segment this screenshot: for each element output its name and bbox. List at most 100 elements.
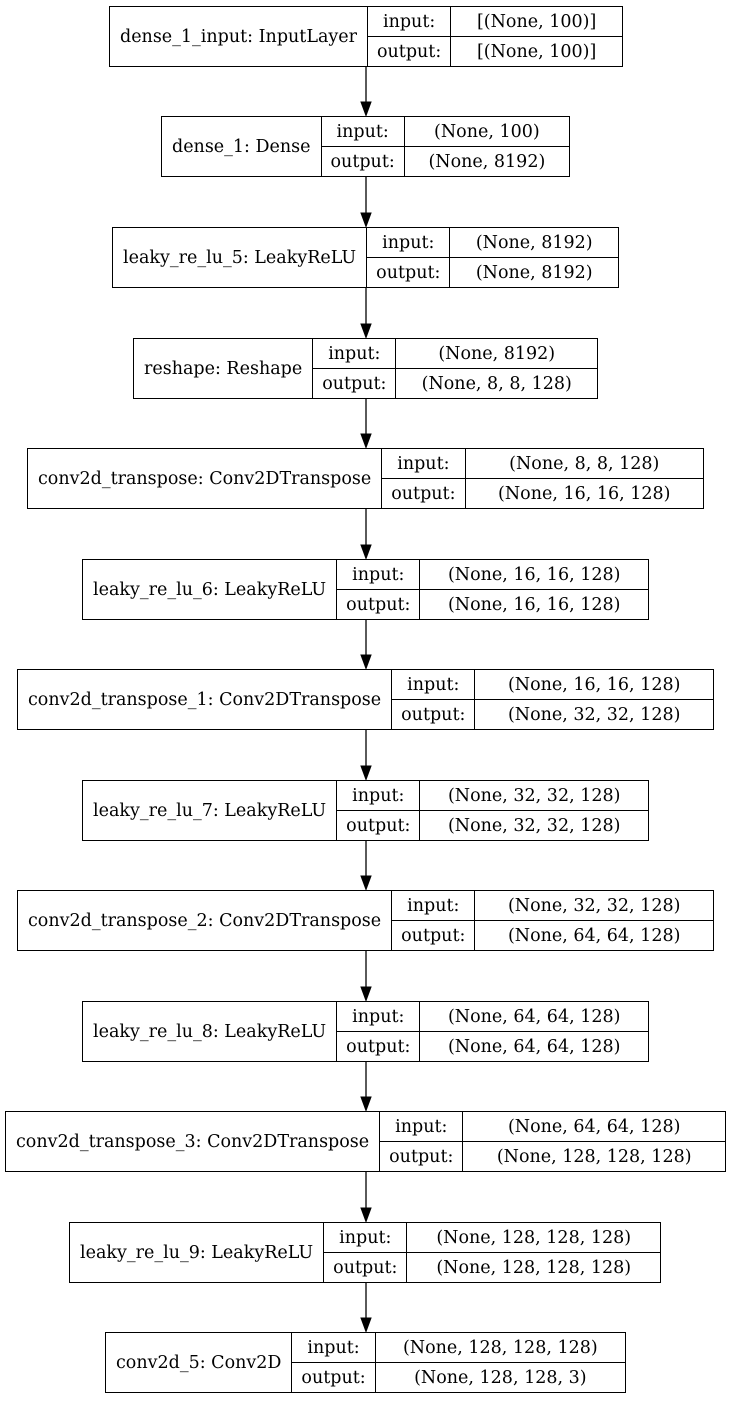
port-label-column: input: output:: [382, 449, 466, 508]
edge-arrow: [360, 951, 372, 1002]
input-label: input:: [337, 560, 420, 590]
edge-arrow: [360, 1172, 372, 1223]
input-label: input:: [380, 1112, 463, 1142]
arrowhead-icon: [360, 101, 372, 117]
input-label: input:: [324, 1223, 407, 1253]
input-shape: (None, 32, 32, 128): [420, 781, 648, 811]
output-label: output:: [346, 815, 411, 836]
output-shape: (None, 64, 64, 128): [507, 925, 681, 946]
layer-name: dense_1: Dense: [162, 117, 322, 176]
port-label-column: input: output:: [337, 781, 421, 840]
shape-column: (None, 128, 128, 128) (None, 128, 128, 12…: [407, 1223, 660, 1282]
input-shape: (None, 16, 16, 128): [475, 670, 713, 700]
arrowhead-icon: [360, 212, 372, 228]
layer-name: conv2d_transpose_2: Conv2DTranspose: [18, 891, 393, 950]
output-shape: (None, 8192): [475, 262, 593, 283]
port-label-column: input: output:: [292, 1333, 376, 1392]
output-label: output:: [391, 483, 456, 504]
shape-column: (None, 100)(None, 8192): [404, 117, 569, 176]
input-shape: (None, 64, 64, 128): [420, 1002, 648, 1032]
edge-arrow: [360, 67, 372, 117]
port-label-column: input:output:: [337, 1002, 421, 1061]
output-label: output:: [333, 1257, 398, 1278]
input-shape: (None, 16, 16, 128): [420, 560, 648, 590]
arrowhead-icon: [360, 1096, 372, 1112]
output-label: output:: [322, 373, 387, 394]
shape-column: (None, 32, 32, 128) (None, 32, 32, 128): [420, 781, 648, 840]
input-shape: (None, 8192): [396, 339, 597, 369]
input-label: input:: [292, 1333, 375, 1363]
shape-column: (None, 16, 16, 128) (None, 16, 16, 128): [420, 560, 648, 619]
layer-name: leaky_re_lu_5: LeakyReLU: [113, 228, 368, 287]
output-label: output:: [330, 151, 395, 172]
output-shape: (None, 64, 64, 128): [447, 1036, 621, 1057]
input-shape: (None, 128, 128, 128): [407, 1223, 660, 1253]
output-label: output:: [401, 704, 466, 725]
shape-column: (None, 16, 16, 128)(None, 32, 32, 128): [475, 670, 713, 729]
port-label-column: input:output:: [368, 7, 452, 66]
shape-column: (None, 8192) (None, 8192): [450, 228, 618, 287]
output-label: output:: [401, 925, 466, 946]
output-label: output:: [389, 1146, 454, 1167]
layer-name: dense_1_input: InputLayer: [110, 7, 368, 66]
input-shape: (None, 8192): [450, 228, 618, 258]
output-shape: (None, 8192): [428, 151, 546, 172]
input-label: input:: [321, 117, 404, 147]
port-label-column: input: output:: [392, 670, 476, 729]
shape-column: (None, 8, 8, 128) (None, 16, 16, 128): [465, 449, 703, 508]
edge-arrow: [360, 509, 372, 560]
arrowhead-icon: [360, 1317, 372, 1333]
input-label: input:: [392, 670, 475, 700]
input-label: input:: [313, 339, 396, 369]
output-shape: (None, 32, 32, 128): [447, 815, 621, 836]
input-shape: (None, 32, 32, 128): [475, 891, 713, 921]
input-label: input:: [382, 449, 465, 479]
arrowhead-icon: [360, 323, 372, 339]
arrowhead-icon: [360, 765, 372, 781]
input-label: input:: [337, 781, 420, 811]
edge-arrow: [360, 177, 372, 228]
arrowhead-icon: [360, 654, 372, 670]
port-label-column: input: output:: [313, 339, 397, 398]
layer-name: leaky_re_lu_7: LeakyReLU: [83, 781, 338, 840]
shape-column: (None, 64, 64, 128) (None, 128, 128, 128): [463, 1112, 725, 1171]
output-shape: (None, 128, 128, 128): [436, 1257, 632, 1278]
input-shape: (None, 64, 64, 128): [463, 1112, 725, 1142]
shape-column: (None, 8192)(None, 8, 8, 128): [396, 339, 597, 398]
input-shape: (None, 8, 8, 128): [465, 449, 703, 479]
layer-name: conv2d_5: Conv2D: [106, 1333, 293, 1392]
output-shape: (None, 16, 16, 128): [447, 594, 621, 615]
output-label: output:: [301, 1367, 366, 1388]
layer-name: leaky_re_lu_6: LeakyReLU: [83, 560, 338, 619]
port-label-column: input: output:: [321, 117, 405, 176]
shape-column: (None, 32, 32, 128) (None, 64, 64, 128): [475, 891, 713, 950]
arrowhead-icon: [360, 433, 372, 449]
layer-name: reshape: Reshape: [134, 339, 314, 398]
output-label: output:: [376, 262, 441, 283]
layer-name: conv2d_transpose: Conv2DTranspose: [28, 449, 383, 508]
layer-name: conv2d_transpose_1: Conv2DTranspose: [18, 670, 393, 729]
edge-arrow: [360, 1283, 372, 1333]
output-shape: (None, 128, 128, 128): [496, 1146, 692, 1167]
input-label: input:: [368, 7, 451, 37]
port-label-column: input:output:: [367, 228, 451, 287]
output-shape: (None, 16, 16, 128): [498, 483, 671, 504]
edge-arrow: [360, 399, 372, 449]
port-label-column: input: output:: [324, 1223, 408, 1282]
output-label: output:: [346, 1036, 411, 1057]
shape-column: [(None, 100)][(None, 100)]: [451, 7, 622, 66]
edge-arrow: [360, 1062, 372, 1112]
input-label: input:: [392, 891, 475, 921]
shape-column: (None, 64, 64, 128) (None, 64, 64, 128): [420, 1002, 648, 1061]
edge-arrow: [360, 288, 372, 339]
